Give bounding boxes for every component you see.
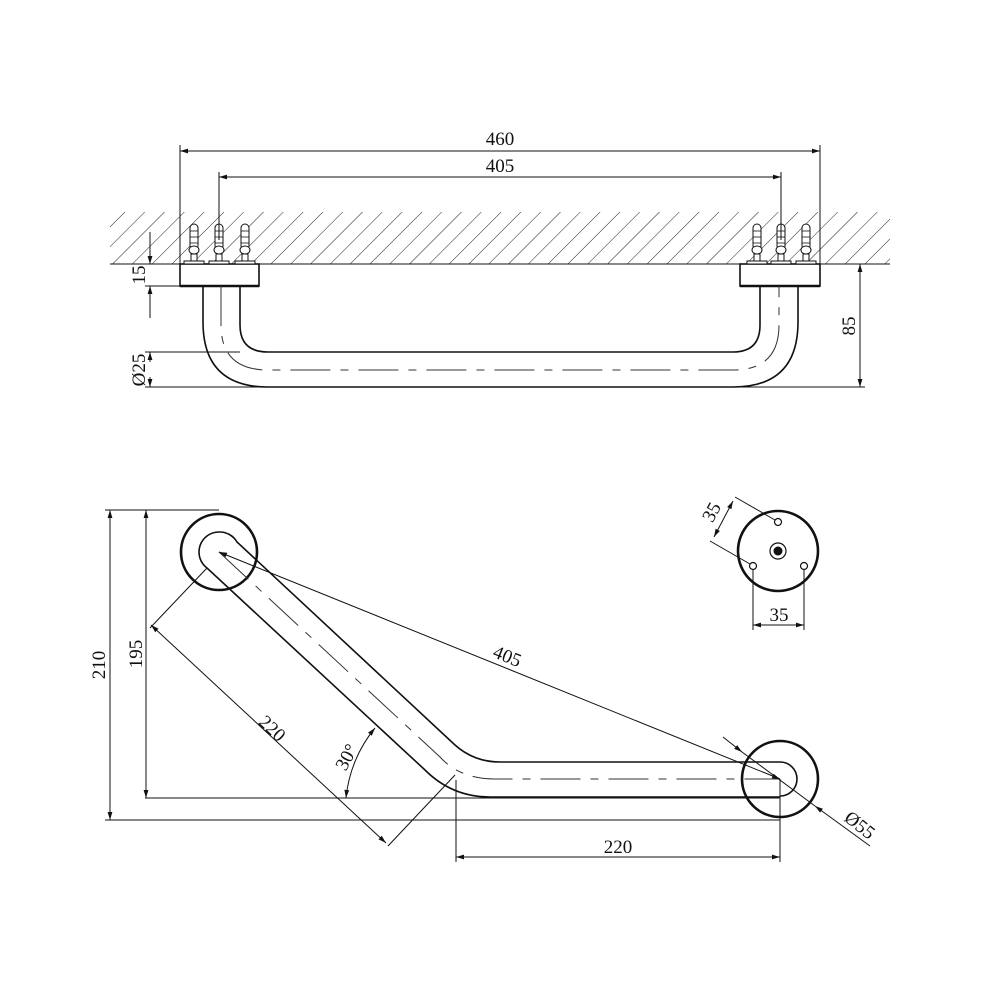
svg-text:Ø25: Ø25 xyxy=(129,354,150,387)
dim-center-height: 195 xyxy=(126,510,780,799)
flange-outline xyxy=(736,509,820,593)
svg-text:220: 220 xyxy=(254,712,289,747)
left-flange xyxy=(179,263,260,287)
svg-text:30°: 30° xyxy=(332,741,363,774)
svg-text:405: 405 xyxy=(486,156,515,177)
svg-text:460: 460 xyxy=(486,129,515,150)
svg-text:220: 220 xyxy=(604,837,633,858)
center-hole xyxy=(773,546,783,556)
plan-view: 405 210 195 220 30° xyxy=(89,509,879,862)
mounting-hole xyxy=(773,517,783,527)
mounting-hole xyxy=(748,561,758,571)
dim-center-distance: 405 xyxy=(218,156,782,240)
right-flange xyxy=(739,263,821,287)
svg-text:405: 405 xyxy=(490,642,524,672)
svg-text:15: 15 xyxy=(129,266,150,285)
dim-tube-diameter: Ø25 xyxy=(129,351,268,388)
dim-flange-thickness: 15 xyxy=(129,232,180,318)
dim-straight-leg-length: 220 xyxy=(455,779,781,862)
svg-text:Ø55: Ø55 xyxy=(840,807,879,844)
front-view: 460 405 15 Ø25 85 xyxy=(110,129,890,388)
dim-hole-spacing-horizontal: 35 xyxy=(752,569,805,630)
dim-flange-diameter: Ø55 xyxy=(722,736,879,847)
dim-hole-spacing-diagonal: 35 xyxy=(698,496,776,565)
dim-overall-length: 460 xyxy=(179,129,821,264)
grab-bar-tube xyxy=(202,286,799,388)
dim-diagonal-center-distance: 405 xyxy=(218,551,781,780)
dim-angled-leg-length: 220 xyxy=(149,567,456,847)
wall-hatching xyxy=(110,212,890,265)
svg-text:210: 210 xyxy=(89,651,110,680)
svg-text:195: 195 xyxy=(126,640,147,669)
dim-projection: 85 xyxy=(733,263,865,388)
dim-overall-height: 210 xyxy=(89,509,780,821)
dim-angle: 30° xyxy=(332,727,376,799)
svg-text:85: 85 xyxy=(839,317,860,336)
svg-text:35: 35 xyxy=(770,605,789,626)
flange-detail-view: 35 35 xyxy=(698,496,820,630)
mounting-hole xyxy=(799,561,809,571)
